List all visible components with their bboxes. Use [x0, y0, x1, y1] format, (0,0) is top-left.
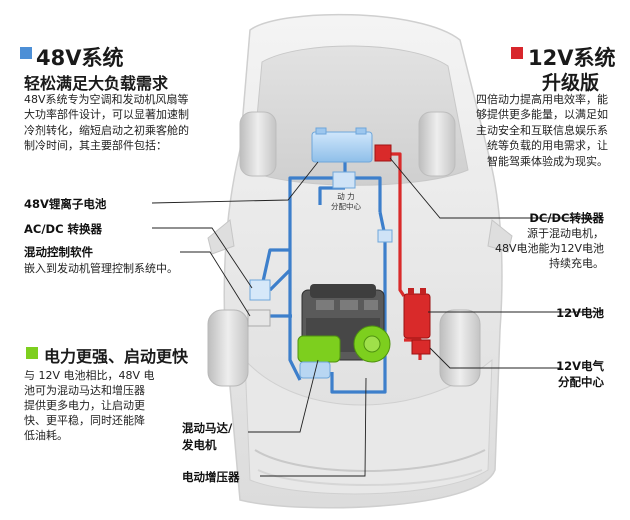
- desc-48v-line: 大功率部件设计，可以显著加速制: [24, 108, 189, 122]
- label-dcdc-desc-line: 持续充电。: [549, 257, 604, 270]
- subtitle-48v: 轻松满足大负载需求: [24, 74, 169, 93]
- dcdc-converter: [374, 144, 392, 162]
- hybrid-control-module: [247, 309, 271, 327]
- electric-supercharger: [299, 361, 331, 379]
- acdc-converter: [249, 279, 271, 301]
- desc-12v-line: 智能驾乘体验成为现实。: [487, 154, 608, 168]
- title-power: 电力更强、启动更快: [44, 347, 189, 366]
- tire-rear-right: [439, 309, 481, 387]
- inline-connector: [377, 229, 393, 243]
- desc-48v-line: 冷剂转化，缩短启动之初乘客舱的: [24, 123, 189, 137]
- label-motor-generator-line: 混动马达/: [182, 421, 233, 435]
- title-12v: 12V系统: [528, 46, 616, 70]
- tire-front-right: [418, 111, 456, 177]
- label-power-hub-line: 分配中心: [331, 202, 361, 211]
- label-supercharger: 电动增压器: [182, 470, 240, 484]
- label-power-hub-line: 动 力: [337, 192, 355, 201]
- desc-12v-line: 够提供更多能量，以满足如: [476, 108, 608, 122]
- desc-12v: 四倍动力提高用电效率，能 够提供更多能量，以满足如 主动安全和互联信息娱乐系 统…: [476, 92, 608, 169]
- tire-rear-left: [207, 309, 249, 387]
- label-dcdc-desc-line: 48V电池能为12V电池: [494, 242, 604, 255]
- desc-48v-line: 制冷时间，其主要部件包括：: [24, 139, 167, 153]
- desc-power-line: 快、更平稳，同时还能降: [24, 414, 145, 427]
- desc-12v-line: 主动安全和互联信息娱乐系: [476, 123, 608, 137]
- hybrid-motor-generator: [297, 325, 391, 363]
- desc-power: 与 12V 电池相比，48V 电 池可为混动马达和增压器 提供更多电力，让启动更…: [24, 368, 155, 443]
- distribution-12v: [411, 339, 431, 355]
- label-dcdc-desc: 源于混动电机， 48V电池能为12V电池 持续充电。: [495, 226, 604, 271]
- desc-power-line: 低油耗。: [24, 429, 68, 442]
- label-power-hub: 动 力 分配中心: [326, 192, 366, 212]
- label-motor-generator: 混动马达/ 发电机: [182, 420, 232, 454]
- label-hybrid-software-desc: 嵌入到发动机管理控制系统中。: [24, 262, 178, 275]
- label-distribution-12v-line: 12V电气: [556, 359, 604, 373]
- desc-48v-line: 48V系统专为空调和发动机风扇等: [24, 93, 189, 106]
- label-hybrid-software: 混动控制软件: [24, 245, 93, 259]
- label-acdc-converter: AC/DC 转换器: [24, 222, 103, 236]
- legend-square-power: [26, 347, 38, 359]
- label-battery-48v: 48V锂离子电池: [24, 197, 107, 211]
- desc-power-line: 池可为混动马达和增压器: [24, 384, 145, 397]
- desc-12v-line: 统等负载的用电需求，让: [487, 139, 608, 153]
- label-distribution-12v: 12V电气 分配中心: [556, 358, 604, 390]
- label-motor-generator-line: 发电机: [182, 438, 217, 452]
- desc-power-line: 提供更多电力，让启动更: [24, 399, 145, 412]
- label-dcdc-converter: DC/DC转换器: [529, 211, 604, 225]
- desc-48v: 48V系统专为空调和发动机风扇等 大功率部件设计，可以显著加速制 冷剂转化，缩短…: [24, 92, 189, 154]
- leader-lines: [151, 157, 602, 477]
- power-distribution-hub: [332, 171, 356, 189]
- desc-power-line: 与 12V 电池相比，48V 电: [24, 369, 155, 382]
- legend-square-12v: [511, 47, 523, 59]
- label-dcdc-desc-line: 源于混动电机，: [527, 227, 604, 240]
- title-48v: 48V系统: [36, 46, 124, 70]
- car-body: [207, 13, 513, 509]
- subtitle-12v: 升级版: [542, 72, 600, 94]
- tire-front-left: [239, 111, 277, 177]
- label-distribution-12v-line: 分配中心: [558, 375, 604, 389]
- battery-12v: [403, 288, 431, 339]
- desc-12v-line: 四倍动力提高用电效率，能: [476, 93, 608, 106]
- label-battery-12v: 12V电池: [556, 306, 604, 320]
- legend-square-48v: [20, 47, 32, 59]
- battery-48v: [311, 127, 373, 163]
